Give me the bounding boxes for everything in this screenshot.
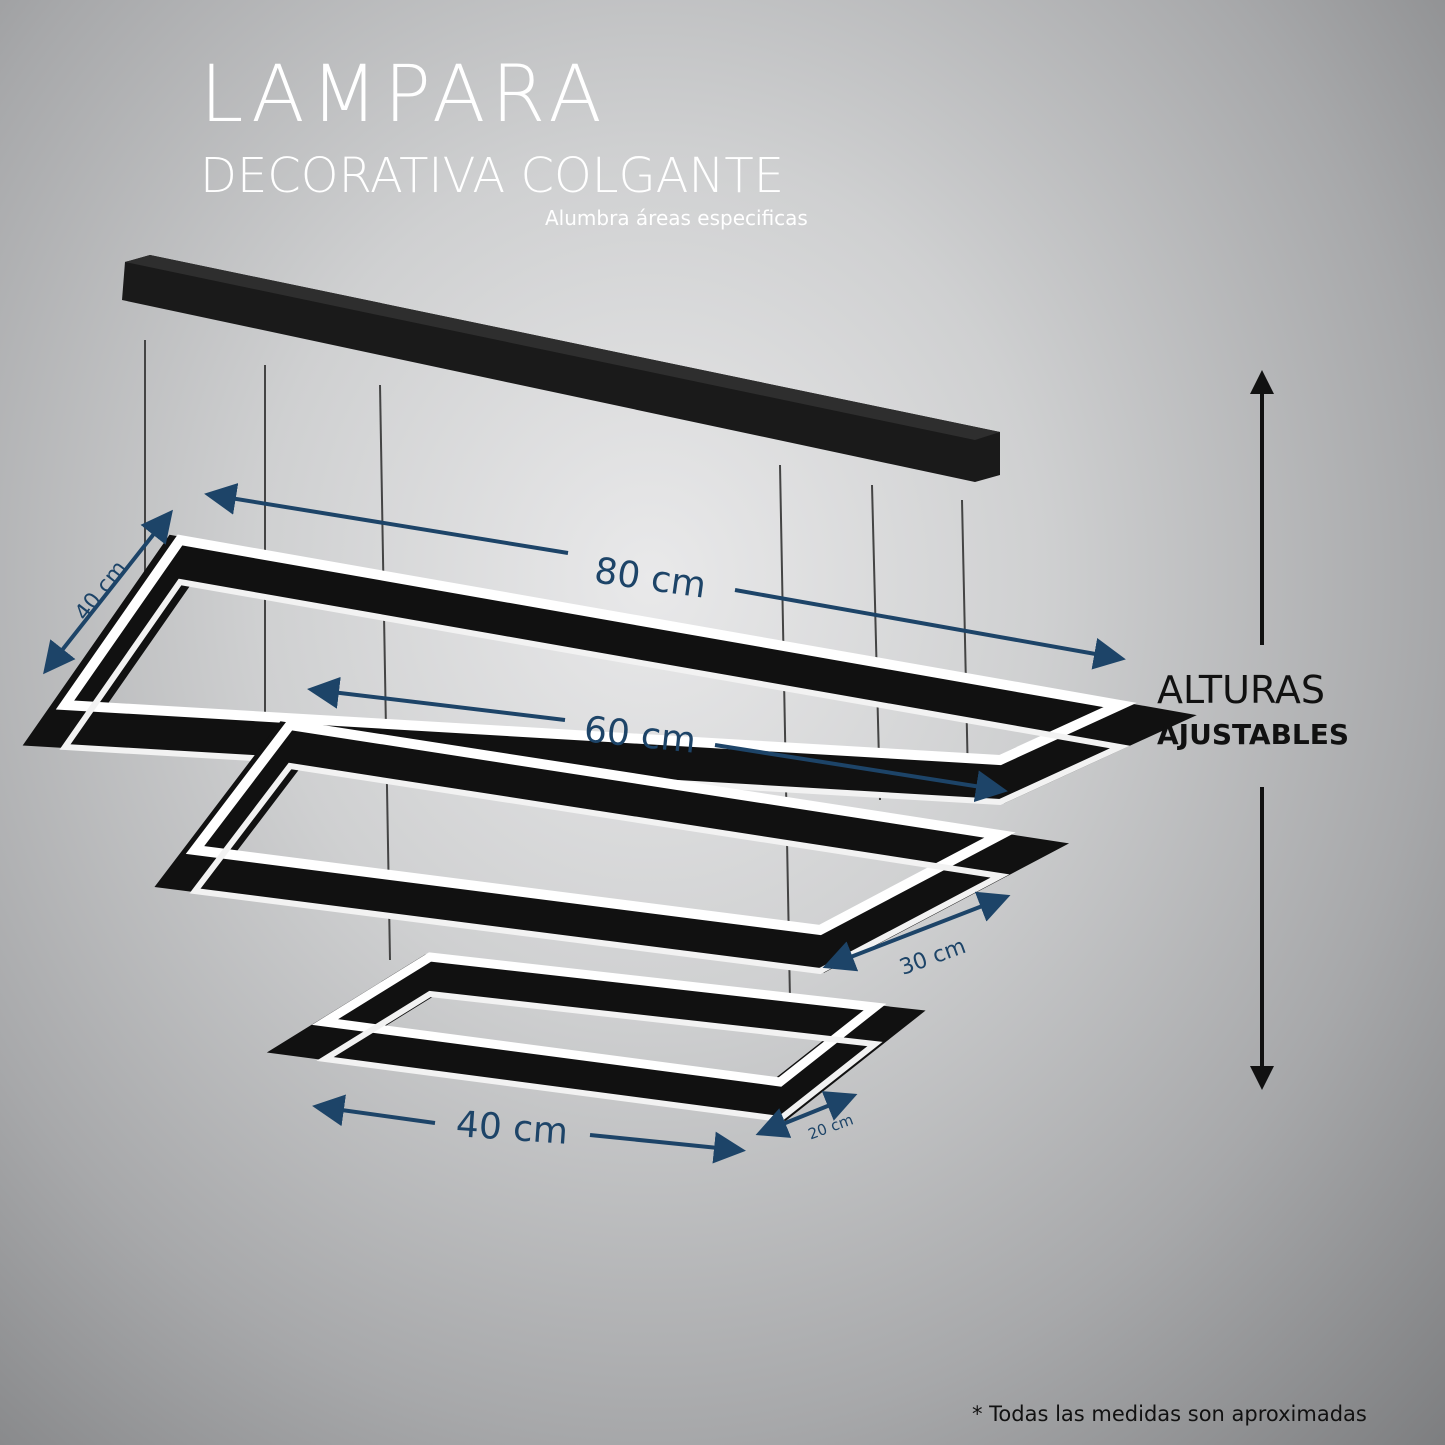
dimension-lines: [43, 483, 1126, 1164]
frame-small: [266, 952, 926, 1123]
product-title: LAMPARA: [200, 50, 608, 140]
dim-large-length: 80 cm: [592, 550, 709, 606]
dim-medium-width: 30 cm: [896, 934, 969, 981]
frame-medium: [154, 719, 1070, 975]
height-label-line2: AJUSTABLES: [1157, 718, 1350, 751]
ceiling-canopy: [122, 255, 1000, 482]
height-label-line1: ALTURAS: [1157, 668, 1325, 712]
dim-small-length: 40 cm: [455, 1104, 570, 1153]
product-tagline: Alumbra áreas especificas: [545, 206, 808, 230]
footnote: * Todas las medidas son aproximadas: [972, 1402, 1367, 1426]
dim-small-width: 20 cm: [806, 1110, 856, 1143]
product-subtitle: DECORATIVA COLGANTE: [200, 148, 785, 204]
